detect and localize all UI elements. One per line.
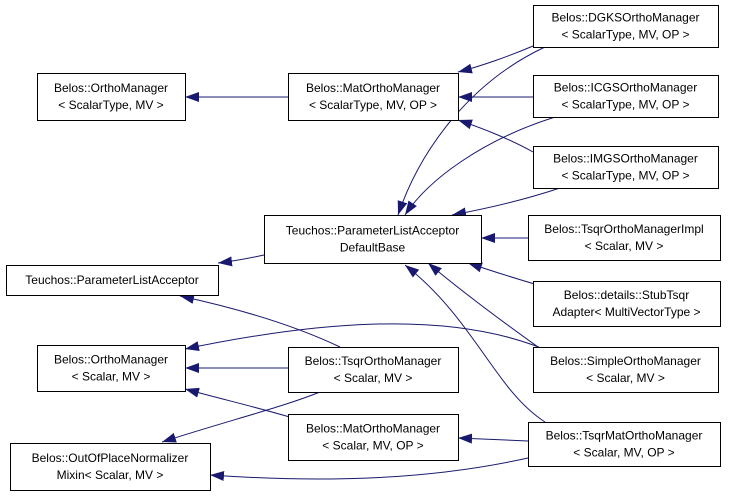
class-node-label-line-1: Belos::TsqrMatOrthoManager xyxy=(546,429,703,443)
class-node-label-line-1: Belos::SimpleOrthoManager xyxy=(550,354,701,368)
class-node-label-line-1: Belos::TsqrOrthoManager xyxy=(305,354,442,368)
class-node-label-line-1: Belos::DGKSOrthoManager xyxy=(551,11,699,25)
inheritance-edge-tsqr_om-to-pla xyxy=(179,294,341,348)
class-node-box xyxy=(288,73,459,121)
inheritance-edge-simple-to-ortho_s xyxy=(184,323,556,355)
class-node-box xyxy=(288,347,459,393)
class-node-box xyxy=(37,345,186,392)
class-node-icgs[interactable]: Belos::ICGSOrthoManager< ScalarType, MV,… xyxy=(533,75,719,118)
class-node-label-line-2: < Scalar, MV > xyxy=(586,371,665,385)
inheritance-edge-dgks-to-matortho_st xyxy=(457,45,534,74)
class-node-label-line-1: Belos::OutOfPlaceNormalizer xyxy=(32,451,189,465)
class-node-box xyxy=(528,422,721,467)
class-node-label-line-2: < ScalarType, MV, OP > xyxy=(309,98,437,112)
class-node-box xyxy=(533,5,719,48)
class-node-box xyxy=(6,265,219,296)
class-node-label-line-2: Mixin< Scalar, MV > xyxy=(57,468,164,482)
class-node-imgs[interactable]: Belos::IMGSOrthoManager< ScalarType, MV,… xyxy=(533,146,719,189)
class-node-dgks[interactable]: Belos::DGKSOrthoManager< ScalarType, MV,… xyxy=(533,5,719,48)
class-node-label-line-1: Teuchos::ParameterListAcceptor xyxy=(25,273,198,287)
class-node-label-line-2: < Scalar, MV > xyxy=(585,239,664,253)
class-node-label-line-1: Belos::MatOrthoManager xyxy=(306,422,440,436)
class-node-box xyxy=(10,443,211,491)
class-node-box xyxy=(533,75,719,118)
class-node-tsqr-impl[interactable]: Belos::TsqrOrthoManagerImpl< Scalar, MV … xyxy=(528,215,721,261)
class-node-box xyxy=(533,281,721,327)
class-node-label-line-1: Belos::ICGSOrthoManager xyxy=(554,81,697,95)
class-node-box xyxy=(533,146,719,189)
inheritance-edge-tsqr_mat-to-matortho_s xyxy=(457,433,529,444)
class-node-label-line-2: < Scalar, MV, OP > xyxy=(573,446,674,460)
class-node-box xyxy=(533,347,719,393)
class-node-label-line-2: < Scalar, MV > xyxy=(72,370,151,384)
class-node-box xyxy=(288,414,459,461)
class-node-tsqr-om[interactable]: Belos::TsqrOrthoManager< Scalar, MV > xyxy=(288,347,459,393)
class-node-simple[interactable]: Belos::SimpleOrthoManager< Scalar, MV > xyxy=(533,347,719,393)
inheritance-edge-tsqr_mat-to-plad xyxy=(404,264,546,423)
nodes-layer: Belos::DGKSOrthoManager< ScalarType, MV,… xyxy=(6,5,721,491)
class-node-label-line-2: Adapter< MultiVectorType > xyxy=(552,305,700,319)
inheritance-edge-plad-to-pla xyxy=(217,254,265,267)
inheritance-edge-tsqr_om-to-oop_norm xyxy=(161,391,321,443)
class-node-ortho-st[interactable]: Belos::OrthoManager< ScalarType, MV > xyxy=(37,73,186,121)
class-node-label-line-2: < ScalarType, MV, OP > xyxy=(561,98,689,112)
inheritance-edge-icgs-to-plad xyxy=(404,116,556,216)
class-node-ortho-s[interactable]: Belos::OrthoManager< Scalar, MV > xyxy=(37,345,186,392)
class-node-label-line-2: DefaultBase xyxy=(340,241,406,255)
class-node-label-line-1: Belos::TsqrOrthoManagerImpl xyxy=(544,222,703,236)
class-node-matortho-s[interactable]: Belos::MatOrthoManager< Scalar, MV, OP > xyxy=(288,414,459,461)
class-node-tsqr-mat[interactable]: Belos::TsqrMatOrthoManager< Scalar, MV, … xyxy=(528,422,721,467)
class-node-pla[interactable]: Teuchos::ParameterListAcceptor xyxy=(6,265,219,296)
inheritance-edge-simple-to-plad xyxy=(427,262,546,353)
class-node-label-line-1: Belos::details::StubTsqr xyxy=(564,288,689,302)
class-node-box xyxy=(264,215,482,264)
class-node-label-line-2: < Scalar, MV, OP > xyxy=(322,439,423,453)
class-node-label-line-1: Belos::OrthoManager xyxy=(54,81,168,95)
class-node-label-line-1: Belos::OrthoManager xyxy=(54,353,168,367)
class-node-label-line-2: < Scalar, MV > xyxy=(334,371,413,385)
class-node-label-line-1: Belos::MatOrthoManager xyxy=(306,81,440,95)
inheritance-edge-matortho_s-to-ortho_s xyxy=(184,387,301,421)
class-node-label-line-2: < ScalarType, MV, OP > xyxy=(561,28,689,42)
class-node-label-line-2: < ScalarType, MV, OP > xyxy=(561,169,689,183)
inheritance-edge-imgs-to-matortho_st xyxy=(457,119,534,153)
class-node-box xyxy=(37,73,186,121)
class-node-plad[interactable]: Teuchos::ParameterListAcceptorDefaultBas… xyxy=(264,215,482,264)
inheritance-edge-tsqr_mat-to-oop_norm xyxy=(209,457,529,481)
class-node-box xyxy=(528,215,721,261)
class-node-label-line-1: Teuchos::ParameterListAcceptor xyxy=(286,224,459,238)
class-node-label-line-1: Belos::IMGSOrthoManager xyxy=(553,152,698,166)
class-node-matortho-st[interactable]: Belos::MatOrthoManager< ScalarType, MV, … xyxy=(288,73,459,121)
inheritance-edge-dgks-to-plad xyxy=(397,46,546,216)
inheritance-edge-imgs-to-plad xyxy=(451,187,561,218)
class-node-label-line-2: < ScalarType, MV > xyxy=(58,98,163,112)
